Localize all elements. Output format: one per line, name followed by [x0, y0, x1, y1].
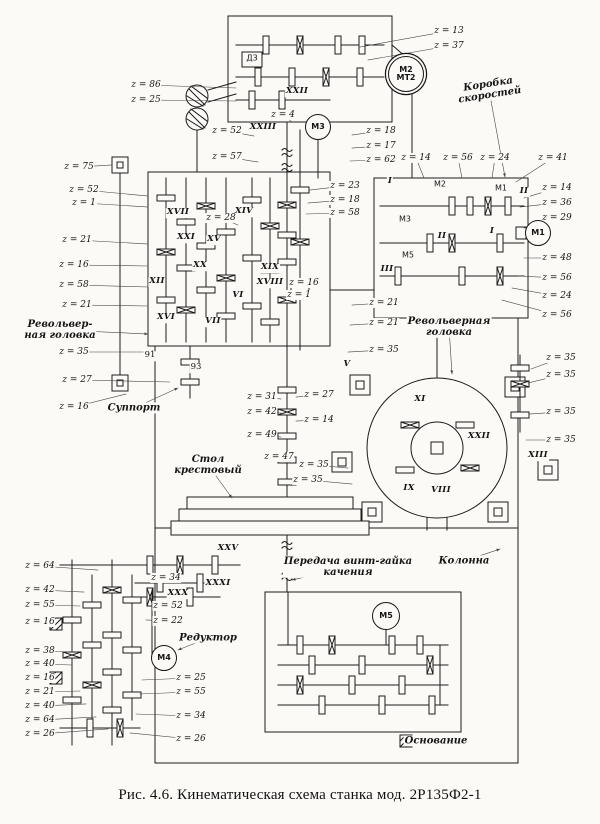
motor-m3: М3 [305, 114, 331, 140]
motor-m5: М5 [372, 602, 400, 630]
linework [49, 35, 559, 748]
motor-m4: М4 [151, 645, 177, 671]
motor-m2-mt2: М2 МТ2 [388, 56, 424, 92]
figure-caption: Рис. 4.6. Кинематическая схема станка мо… [118, 787, 482, 803]
motor-m1: М1 [525, 220, 551, 246]
